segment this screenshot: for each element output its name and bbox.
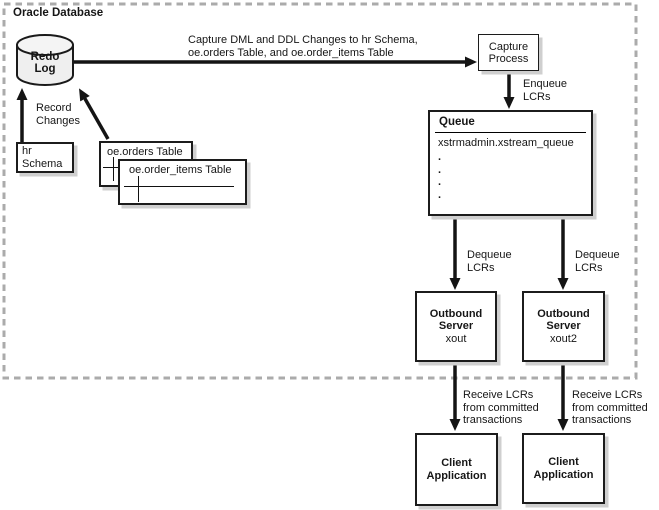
outbound-server-xout2-node: Outbound Server xout2 — [522, 291, 605, 362]
outbound-server-name: xout — [445, 332, 467, 345]
redo-log-cylinder — [16, 34, 74, 86]
dequeue-lcrs-right-label: Dequeue LCRs — [575, 249, 620, 274]
client-application-label: Client Application — [426, 457, 487, 482]
queue-name: xstrmadmin.xstream_queue — [438, 136, 574, 149]
oracle-database-label: Oracle Database — [13, 7, 104, 19]
receive-lcrs-right-label: Receive LCRs from committed transactions — [572, 389, 648, 426]
hr-schema-node: hr Schema — [16, 142, 74, 173]
client-application-label: Client Application — [533, 456, 594, 481]
outbound-server-xout-node: Outbound Server xout — [415, 291, 497, 362]
queue-ellipsis-dots: . . . . — [438, 151, 442, 201]
queue-title: Queue — [435, 115, 586, 133]
oe-orders-table-label: oe.orders Table — [107, 146, 183, 158]
oe-order-items-table-node: oe.order_items Table — [118, 159, 247, 205]
outbound-server-title: Outbound Server — [429, 307, 483, 333]
record-changes-flow-label: Record Changes — [36, 102, 81, 127]
enqueue-lcrs-flow-label: Enqueue LCRs — [523, 78, 568, 103]
hr-schema-label: hr Schema — [22, 145, 63, 170]
capture-process-label: Capture Process — [488, 40, 529, 65]
client-application-1-node: Client Application — [415, 433, 498, 506]
arrow-oeorders-to-redolog — [79, 88, 110, 140]
receive-lcrs-left-label: Receive LCRs from committed transactions — [463, 389, 539, 426]
outbound-server-title: Outbound Server — [537, 307, 590, 333]
table-grid-column-line — [113, 157, 114, 181]
redo-log-label: Redo Log — [30, 51, 60, 75]
outbound-server-name: xout2 — [550, 332, 577, 345]
oracle-database-boundary — [2, 2, 638, 380]
client-application-2-node: Client Application — [522, 433, 605, 504]
oe-order-items-table-label: oe.order_items Table — [129, 164, 232, 176]
queue-node: Queue xstrmadmin.xstream_queue . . . . — [428, 110, 593, 216]
table-grid-column-line — [138, 176, 139, 202]
capture-process-node: Capture Process — [478, 34, 539, 71]
dequeue-lcrs-left-label: Dequeue LCRs — [467, 249, 512, 274]
capture-changes-flow-label: Capture DML and DDL Changes to hr Schema… — [188, 34, 418, 59]
table-grid-row-line — [124, 186, 234, 187]
